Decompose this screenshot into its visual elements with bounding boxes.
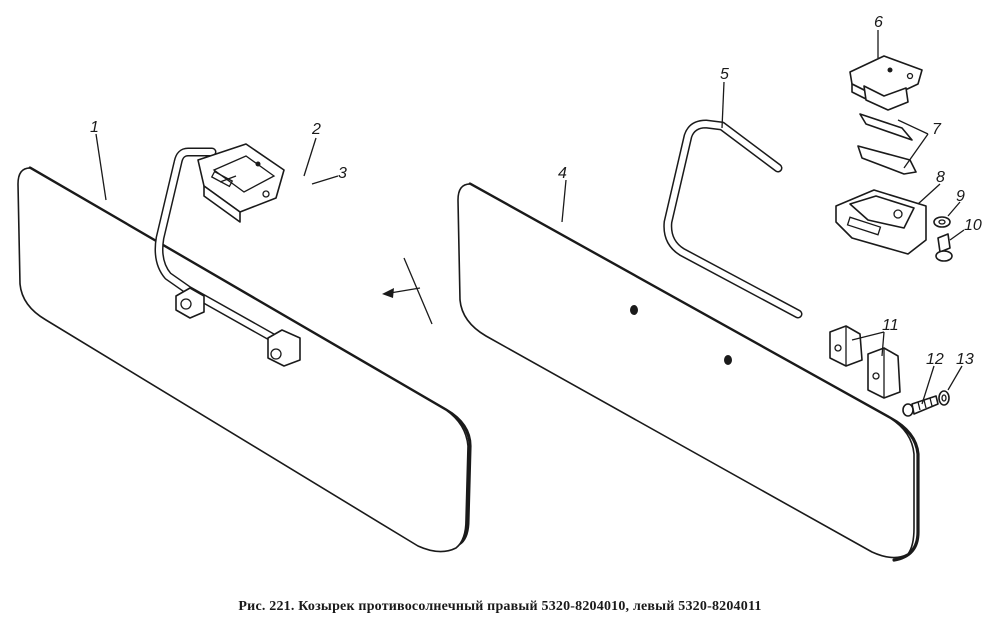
screw-part-10 (935, 233, 953, 262)
label-5: 5 (720, 66, 729, 83)
screw-part-12 (902, 395, 939, 417)
label-9: 9 (956, 188, 965, 205)
right-visor-panel (457, 182, 920, 562)
bracket-part-6 (849, 55, 923, 111)
label-10: 10 (964, 217, 982, 234)
plates-part-7 (857, 113, 917, 175)
leader-lines (95, 30, 965, 405)
rod-part-5 (663, 119, 803, 319)
label-6: 6 (874, 14, 883, 31)
part-labels: 1 2 3 4 5 6 7 8 9 10 11 12 13 (90, 14, 982, 368)
label-1: 1 (90, 119, 99, 136)
left-visor-assembly (17, 143, 472, 553)
label-7: 7 (932, 121, 942, 138)
label-4: 4 (558, 165, 567, 182)
left-clip-lower (267, 329, 301, 367)
left-bracket (197, 143, 285, 223)
label-3: 3 (338, 165, 347, 182)
left-visor-panel (17, 167, 469, 553)
label-12: 12 (926, 351, 944, 368)
left-clip-upper (175, 287, 205, 319)
left-rod-inner (156, 149, 287, 347)
direction-arrow (382, 257, 433, 325)
label-8: 8 (936, 169, 945, 186)
housing-part-8 (835, 189, 927, 255)
label-13: 13 (956, 351, 974, 368)
label-11: 11 (882, 317, 899, 334)
clips-part-11 (829, 325, 901, 399)
label-2: 2 (311, 121, 321, 138)
washer-part-13 (938, 390, 950, 406)
figure-caption: Рис. 221. Козырек противосолнечный правы… (238, 599, 762, 614)
washer-part-9 (933, 216, 951, 228)
